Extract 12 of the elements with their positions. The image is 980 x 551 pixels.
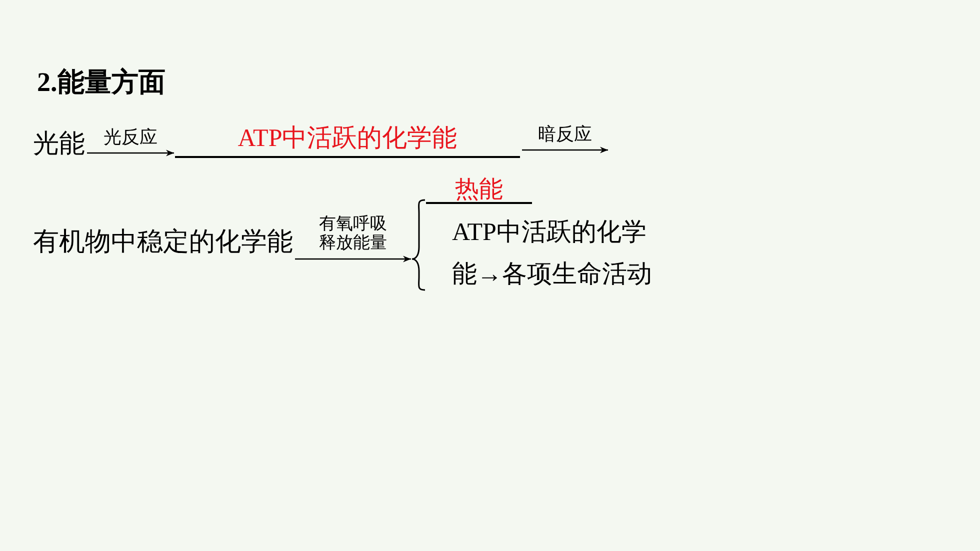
arrow	[295, 256, 411, 262]
edge-label: 有氧呼吸释放能量	[318, 214, 388, 252]
edge-label: 暗反应	[538, 124, 592, 144]
edge-label: 光反应	[104, 127, 158, 148]
fill-in-line: 热能	[426, 176, 532, 204]
arrow	[87, 150, 174, 156]
heading: 2.能量方面	[37, 66, 166, 99]
arrow	[522, 146, 608, 154]
fill-in-line: ATP中活跃的化学能	[175, 124, 520, 158]
term-label: 光能	[33, 128, 85, 160]
term-label: 有机物中稳定的化学能	[33, 226, 293, 258]
term-label: ATP中活跃的化学能→各项生命活动	[452, 212, 660, 296]
